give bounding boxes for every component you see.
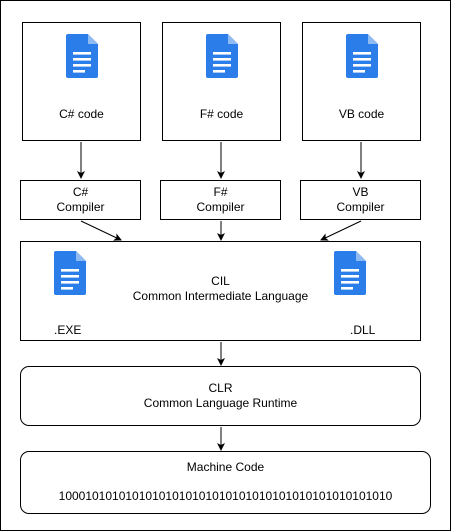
source-box-fsharp: F# code (162, 22, 281, 141)
machine-code-binary: 1000101010101010101010101010101010101010… (58, 489, 393, 503)
source-label-fsharp: F# code (199, 107, 244, 121)
source-box-vb: VB code (302, 22, 421, 141)
dll-label: .DLL (350, 323, 376, 337)
source-label-csharp: C# code (59, 107, 104, 121)
machine-code-box: Machine Code 100010101010101010101010101… (20, 451, 431, 514)
exe-label: .EXE (54, 323, 82, 337)
machine-code-title: Machine Code (186, 460, 265, 474)
compiler-box-fsharp: F# Compiler (160, 180, 281, 220)
source-box-csharp: C# code (22, 22, 141, 141)
document-icon (334, 251, 366, 295)
source-label-vb: VB code (338, 107, 385, 121)
clr-box: CLR Common Language Runtime (20, 366, 421, 426)
arrow-csharp-compiler-to-cil (80, 220, 122, 241)
arrow-vb-compiler-to-cil (320, 220, 362, 241)
document-icon (54, 251, 86, 295)
compiler-label-csharp: C# Compiler (56, 185, 105, 214)
cil-title: CIL Common Intermediate Language (132, 274, 309, 303)
document-icon (206, 34, 238, 78)
compiler-label-fsharp: F# Compiler (196, 185, 245, 214)
compiler-box-vb: VB Compiler (300, 180, 421, 220)
cil-box: .EXE CIL Common Intermediate Language .D… (20, 241, 421, 341)
document-icon (66, 34, 98, 78)
clr-title: CLR Common Language Runtime (143, 381, 298, 410)
document-icon (346, 34, 378, 78)
compiler-box-csharp: C# Compiler (20, 180, 141, 220)
compiler-label-vb: VB Compiler (336, 185, 385, 214)
